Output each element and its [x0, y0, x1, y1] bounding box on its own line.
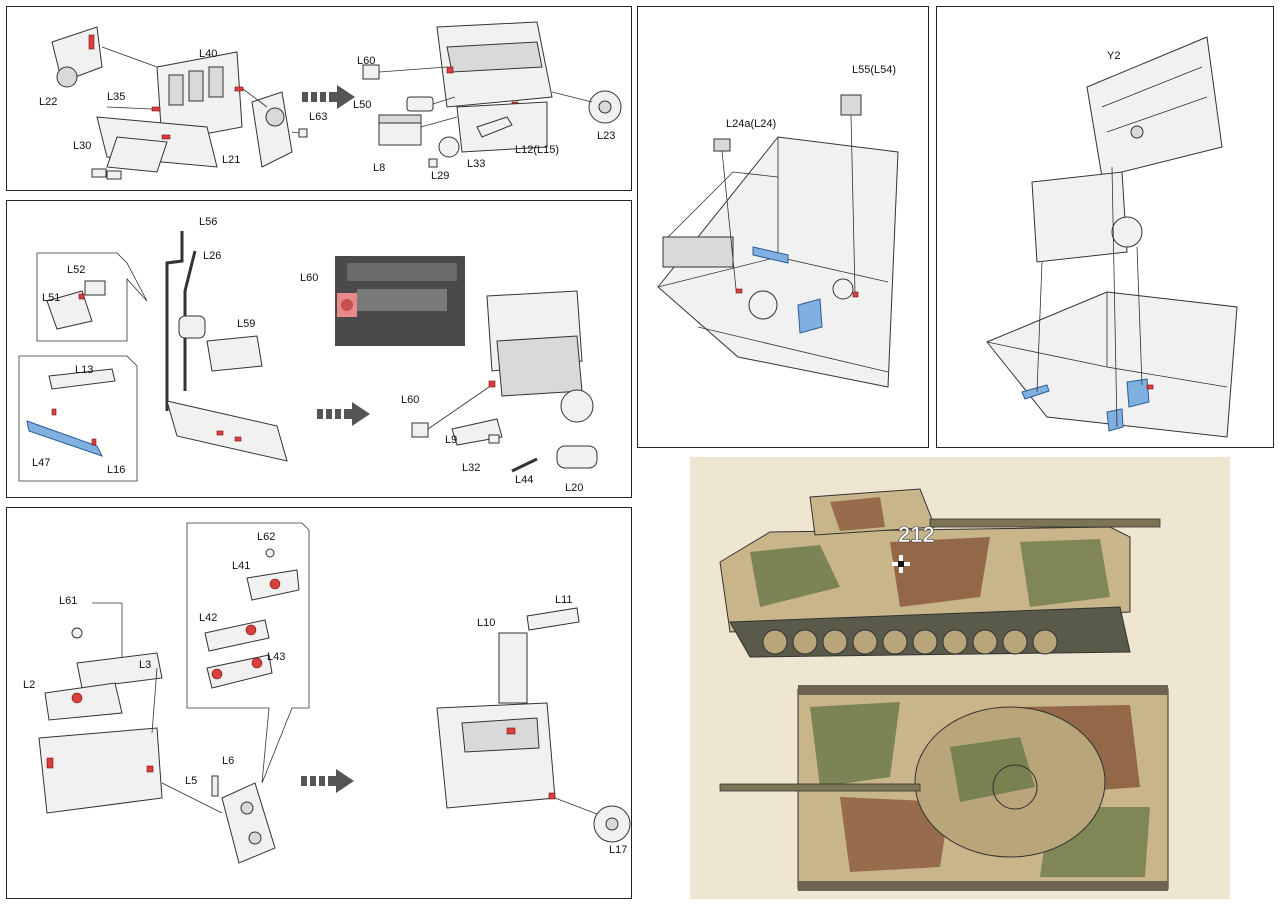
engine-exploded-step3 [38, 602, 276, 864]
engine-block-exploded [51, 26, 308, 180]
step4-panel: L55(L54) L24a(L24) [637, 6, 929, 448]
step1-diagram: L40 L22 L35 L30 L21 L63 [39, 21, 622, 182]
tank-profile-art: 212 [719, 488, 1169, 891]
label-L60-b: L60 [401, 394, 419, 406]
label-L3: L3 [139, 659, 151, 671]
callout-box-belts [186, 522, 310, 784]
label-L32: L32 [462, 462, 480, 474]
label-L29: L29 [431, 170, 449, 182]
engine-photo-inset [335, 256, 465, 346]
label-L5: L5 [185, 775, 197, 787]
label-L10: L10 [477, 617, 495, 629]
label-L41: L41 [232, 560, 250, 572]
intake-parts [165, 231, 288, 462]
callout-box-lower [18, 355, 138, 482]
engine-assembled-step3 [436, 607, 631, 843]
callout-box-upper [36, 252, 148, 342]
step-arrow-icon [301, 769, 354, 793]
step-arrow-icon [317, 402, 370, 426]
step2-diagram: L52 L51 L13 L47 L16 L56 L26 L59 [18, 216, 598, 494]
label-L60: L60 [357, 55, 375, 67]
label-L11: L11 [555, 594, 573, 606]
label-L26: L26 [203, 250, 221, 262]
label-L30: L30 [73, 140, 91, 152]
engine-block-step5 [1031, 171, 1143, 263]
step-arrow-icon [302, 85, 355, 109]
label-L55: L55(L54) [852, 64, 896, 76]
label-L52: L52 [67, 264, 85, 276]
label-Y2: Y2 [1107, 50, 1120, 62]
label-L8: L8 [373, 162, 385, 174]
step5-panel: Y2 [936, 6, 1274, 448]
engine-deck-plate [1086, 36, 1223, 178]
label-L17: L17 [609, 844, 627, 856]
label-L13: L13 [75, 364, 93, 376]
label-L33: L33 [467, 158, 485, 170]
step5-diagram: Y2 [986, 36, 1238, 438]
label-L50: L50 [353, 99, 371, 111]
label-L47: L47 [32, 457, 50, 469]
label-L60-photo: L60 [300, 272, 318, 284]
label-L63: L63 [309, 111, 327, 123]
label-L59: L59 [237, 318, 255, 330]
label-L56: L56 [199, 216, 217, 228]
label-L2: L2 [23, 679, 35, 691]
engine-assembled [362, 21, 622, 168]
step2-panel: L52 L51 L13 L47 L16 L56 L26 L59 [6, 200, 632, 498]
label-L21: L21 [222, 154, 240, 166]
engine-assembled-step2 [411, 290, 598, 473]
label-L20: L20 [565, 482, 583, 494]
step1-panel: L40 L22 L35 L30 L21 L63 [6, 6, 632, 191]
step4-diagram: L55(L54) L24a(L24) [657, 64, 899, 388]
label-L12: L12(L15) [515, 144, 559, 156]
label-L22: L22 [39, 96, 57, 108]
label-L62: L62 [257, 531, 275, 543]
balkenkreuz-icon [892, 555, 910, 573]
tank-side-view [719, 488, 1161, 658]
label-L16: L16 [107, 464, 125, 476]
turret-number: 212 [898, 522, 935, 547]
step3-panel: L62 L41 L42 L43 L61 L3 L2 L6 L5 [6, 507, 632, 899]
label-L43: L43 [267, 651, 285, 663]
tank-top-view [719, 685, 1169, 891]
label-L35: L35 [107, 91, 125, 103]
label-L40: L40 [199, 48, 217, 60]
step3-diagram: L62 L41 L42 L43 L61 L3 L2 L6 L5 [23, 522, 631, 864]
label-L23: L23 [597, 130, 615, 142]
label-L42: L42 [199, 612, 217, 624]
label-L6: L6 [222, 755, 234, 767]
tank-camo-profile: 212 [690, 457, 1230, 899]
hull-step5 [986, 291, 1238, 438]
label-L44: L44 [515, 474, 533, 486]
hull-interior [657, 94, 899, 388]
label-L24a: L24a(L24) [726, 118, 776, 130]
label-L9: L9 [445, 434, 457, 446]
label-L51: L51 [42, 292, 60, 304]
label-L61: L61 [59, 595, 77, 607]
